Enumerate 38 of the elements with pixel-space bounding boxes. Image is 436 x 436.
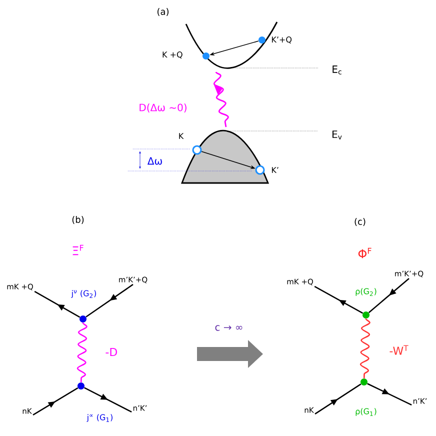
state-dot	[258, 36, 266, 44]
state-label: K’	[272, 167, 278, 173]
vertex-dot	[78, 382, 84, 390]
fermion-line	[314, 286, 364, 314]
propagator-line	[360, 318, 370, 378]
propagator-label: D(Δω ~0)	[140, 104, 186, 112]
fermion-line	[368, 278, 410, 314]
energy-label: E$_{c}$	[332, 66, 342, 74]
edge-label: -D	[106, 348, 117, 356]
vertex-dot	[362, 312, 370, 318]
state-label: j$^{∝}$ (G$_{1}$)	[86, 414, 112, 422]
limit-label: c → ∞	[215, 325, 242, 331]
fermion-line	[84, 387, 132, 413]
fermion-line	[34, 290, 80, 318]
state-dot	[255, 165, 265, 175]
propagator-line	[76, 322, 88, 382]
panel-label: (a)	[158, 8, 168, 16]
gap-label: Δω	[147, 157, 162, 165]
state-label: j$^{ν}$ (G$_{2}$)	[71, 290, 96, 298]
vertex-function-label: Φ$^{F}$	[358, 248, 372, 258]
state-dot	[202, 52, 210, 60]
fermion-line	[86, 284, 134, 318]
panel-label: (b)	[72, 216, 84, 224]
vertex-dot	[360, 378, 368, 386]
fermion-line	[314, 383, 362, 414]
state-label: ρ(G$_{2}$)	[356, 288, 376, 296]
fermion-line	[32, 387, 78, 416]
vertex-function-label: Ξ$^{F}$	[72, 244, 84, 256]
energy-label: E$_{v}$	[332, 130, 342, 140]
state-label: K	[179, 133, 184, 139]
state-label: ρ(G$_{1}$)	[356, 408, 376, 416]
panel-label: (c)	[354, 218, 366, 226]
state-label: K +Q	[162, 52, 182, 58]
fermion-line	[367, 383, 412, 406]
state-dot	[192, 145, 202, 155]
edge-label: -W$^{T}$	[390, 345, 408, 355]
vertex-dot	[80, 316, 86, 322]
state-label: K’+Q	[272, 36, 292, 44]
